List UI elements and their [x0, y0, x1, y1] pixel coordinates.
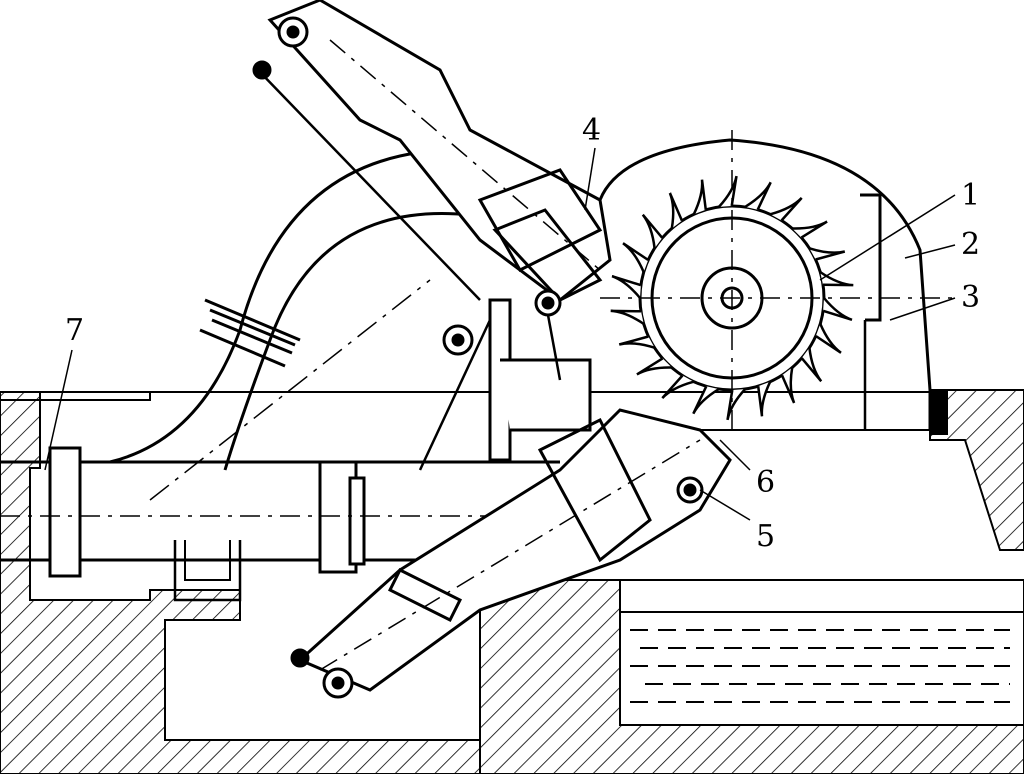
runner-bucket: [611, 275, 642, 299]
inlet-pipe: [0, 446, 560, 602]
runner-bucket: [800, 347, 823, 383]
runner-housing: [598, 138, 948, 435]
runner-bucket: [622, 242, 649, 273]
runner-bucket: [636, 357, 672, 376]
runner-bucket: [618, 335, 655, 349]
upper-needle-valve: [252, 0, 612, 302]
lower-needle-valve: [290, 408, 732, 699]
part-label-7: 7: [65, 313, 85, 348]
runner-bucket: [744, 181, 772, 211]
runner-bucket: [717, 175, 738, 208]
runner-bucket: [792, 220, 828, 239]
part-label-1: 1: [961, 178, 981, 213]
runner-bucket: [661, 374, 695, 399]
runner-bucket: [756, 381, 772, 417]
part-label-2: 2: [961, 227, 981, 262]
deflector-linkage: [418, 289, 592, 471]
runner-bucket: [809, 247, 846, 261]
runner-bucket: [692, 385, 720, 415]
tailwater-pit: [619, 579, 1024, 726]
runner-bucket: [641, 213, 664, 249]
part-label-6: 6: [756, 465, 776, 500]
part-label-3: 3: [961, 280, 981, 315]
leader-lines: [44, 147, 956, 521]
upper-branch-pipe: [109, 148, 481, 501]
runner-bucket: [726, 388, 747, 421]
runner-bucket: [815, 323, 842, 354]
runner-bucket: [819, 271, 854, 287]
pelton-runner: [600, 130, 960, 430]
runner-bucket: [668, 192, 684, 229]
runner-bucket: [692, 179, 708, 215]
part-label-5: 5: [756, 519, 776, 554]
runner-bucket: [610, 309, 645, 325]
runner-bucket: [822, 297, 853, 321]
part-label-4: 4: [582, 113, 602, 148]
runner-bucket: [769, 197, 803, 222]
runner-bucket: [780, 367, 796, 404]
